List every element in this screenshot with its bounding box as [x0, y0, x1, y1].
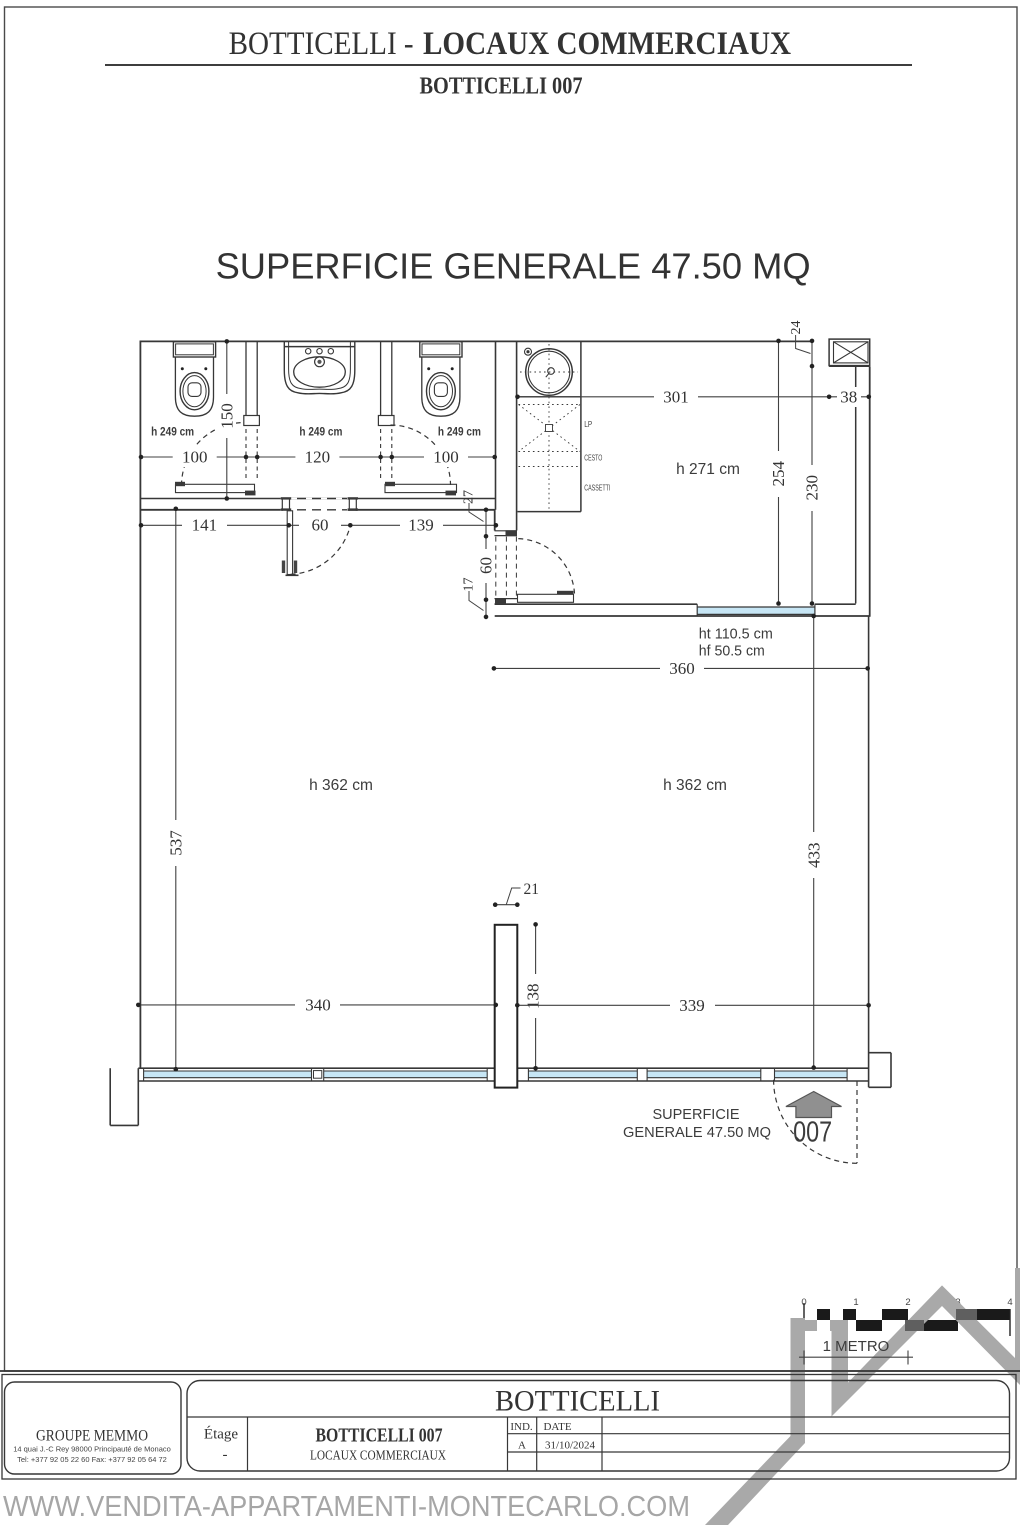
svg-text:60: 60: [477, 557, 496, 574]
svg-text:hf 50.5 cm: hf 50.5 cm: [699, 643, 765, 660]
svg-text:Étage: Étage: [204, 1426, 238, 1443]
svg-text:2: 2: [905, 1297, 910, 1308]
svg-text:BOTTICELLI: BOTTICELLI: [495, 1385, 660, 1418]
svg-text:1: 1: [853, 1297, 858, 1308]
svg-text:100: 100: [182, 448, 208, 467]
svg-text:301: 301: [663, 387, 689, 406]
svg-text:ht 110.5 cm: ht 110.5 cm: [699, 626, 773, 643]
svg-text:SUPERFICIE GENERALE 47.50 MQ: SUPERFICIE GENERALE 47.50 MQ: [216, 246, 811, 287]
svg-text:SUPERFICIE: SUPERFICIE: [653, 1107, 740, 1123]
svg-text:38: 38: [840, 387, 857, 406]
svg-text:139: 139: [408, 516, 434, 535]
svg-text:4: 4: [1007, 1297, 1012, 1308]
svg-text:DATE: DATE: [543, 1421, 571, 1433]
svg-text:537: 537: [166, 830, 185, 856]
svg-text:150: 150: [217, 403, 236, 429]
svg-text:h 362 cm: h 362 cm: [309, 777, 373, 794]
svg-text:254: 254: [769, 461, 788, 487]
svg-text:31/10/2024: 31/10/2024: [545, 1440, 596, 1452]
svg-text:100: 100: [433, 448, 459, 467]
svg-text:h 249 cm: h 249 cm: [438, 427, 481, 439]
svg-text:339: 339: [679, 996, 705, 1015]
svg-text:24: 24: [789, 321, 804, 335]
svg-text:340: 340: [305, 995, 331, 1014]
svg-text:IND.: IND.: [510, 1421, 533, 1433]
svg-text:WWW.VENDITA-APPARTAMENTI-MONTE: WWW.VENDITA-APPARTAMENTI-MONTECARLO.COM: [3, 1491, 690, 1523]
svg-text:230: 230: [803, 475, 822, 501]
svg-text:h 249 cm: h 249 cm: [299, 427, 342, 439]
svg-text:-: -: [223, 1447, 228, 1463]
svg-text:CASSETTI: CASSETTI: [584, 484, 610, 493]
svg-text:A: A: [518, 1440, 526, 1452]
svg-text:LP: LP: [584, 420, 592, 429]
svg-text:27: 27: [462, 490, 477, 504]
svg-text:h 362 cm: h 362 cm: [663, 777, 727, 794]
svg-text:21: 21: [524, 881, 540, 898]
svg-text:CESTO: CESTO: [584, 454, 602, 463]
svg-text:007: 007: [793, 1117, 832, 1149]
svg-text:GENERALE 47.50 MQ: GENERALE 47.50 MQ: [623, 1125, 771, 1141]
svg-text:Tel: +377 92 05 22 60 Fax: Tel: +377 92 05 22 60 Fax: +377 92 05 64…: [17, 1455, 167, 1464]
svg-text:BOTTICELLI 007: BOTTICELLI 007: [420, 74, 583, 100]
svg-text:h 249 cm: h 249 cm: [151, 427, 194, 439]
svg-text:60: 60: [312, 516, 329, 535]
svg-text:141: 141: [192, 516, 218, 535]
svg-text:h 271 cm: h 271 cm: [676, 461, 740, 478]
svg-text:LOCAUX COMMERCIAUX: LOCAUX COMMERCIAUX: [310, 1449, 446, 1464]
svg-text:14 quai J.-C Rey 98000 Prin: 14 quai J.-C Rey 98000 Principauté de Mo…: [13, 1445, 171, 1454]
svg-text:LOCAUX COMMERCIAUX: LOCAUX COMMERCIAUX: [423, 26, 791, 62]
svg-text:120: 120: [305, 448, 331, 467]
svg-text:433: 433: [804, 842, 823, 868]
svg-text:BOTTICELLI -: BOTTICELLI -: [229, 26, 414, 62]
svg-text:BOTTICELLI 007: BOTTICELLI 007: [316, 1425, 443, 1447]
svg-text:360: 360: [669, 659, 695, 678]
svg-text:GROUPE MEMMO: GROUPE MEMMO: [36, 1428, 148, 1445]
svg-text:17: 17: [462, 578, 477, 592]
svg-text:1 METRO: 1 METRO: [823, 1338, 890, 1355]
